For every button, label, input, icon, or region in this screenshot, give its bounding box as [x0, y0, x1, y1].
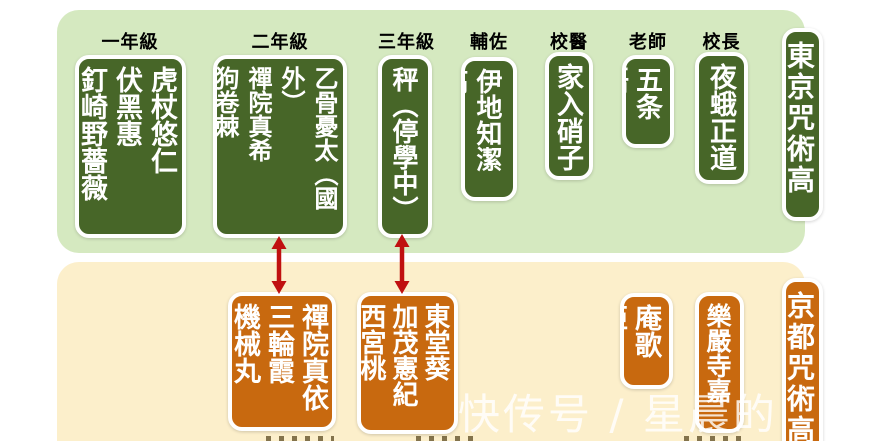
column-header-third-year: 三年級	[378, 32, 435, 53]
column-header-teacher: 老師	[629, 32, 667, 53]
member-name: 狗卷棘	[213, 66, 239, 138]
member-name: 夜蛾正道	[705, 63, 736, 171]
member-name: 三輪霞	[263, 303, 294, 384]
member-name: 西宮桃	[357, 303, 386, 381]
member-name: 秤（停學中）	[388, 66, 418, 222]
member-name: 伏黑惠	[111, 66, 142, 147]
kyoto-group-box-1: 禪院真依 三輪霞 機械丸	[228, 292, 336, 431]
kyoto-singer-box: 庵歌姬	[620, 293, 673, 389]
member-name: 加茂憲紀	[388, 303, 418, 407]
school-name: 東京咒術高專	[783, 41, 816, 196]
member-name: 機械丸	[229, 303, 260, 384]
kyoto-school-label-box: 京都咒術高專	[782, 278, 823, 441]
member-name: 虎杖悠仁	[146, 66, 177, 174]
tokyo-school-label-box: 東京咒術高專	[782, 28, 823, 221]
member-name: 樂嚴寺嘉伸	[703, 303, 732, 403]
column-header-principal: 校長	[702, 32, 741, 53]
column-header-doctor: 校醫	[550, 32, 588, 53]
school-name: 京都咒術高專	[783, 291, 816, 441]
cropped-text-fragment	[416, 436, 476, 441]
cropped-text-fragment	[684, 436, 748, 441]
tokyo-doctor-box: 家入硝子	[545, 52, 593, 180]
member-name: 禪院真依	[297, 303, 328, 411]
member-name: 家入硝子	[552, 63, 583, 171]
column-header-second-year: 二年級	[251, 32, 309, 53]
member-name: 伊地知潔高	[465, 68, 502, 172]
tokyo-third-year-box: 秤（停學中）	[378, 55, 432, 238]
member-name: 五条悟	[626, 66, 662, 120]
kyoto-group-box-2: 東堂葵 加茂憲紀 西宮桃	[357, 292, 458, 434]
site-watermark: 快传号 / 星晨的	[458, 390, 778, 439]
member-name: 東堂葵	[420, 303, 450, 381]
member-name: 釘崎野薔薇	[76, 66, 107, 201]
cropped-text-fragment	[266, 436, 334, 441]
member-name: 禪院真希	[244, 66, 272, 162]
column-header-first-year: 一年級	[101, 32, 159, 53]
member-name: 庵歌姬	[624, 304, 661, 358]
kyoto-principal-box: 樂嚴寺嘉伸	[695, 292, 744, 433]
link-arrow-second-year	[271, 236, 287, 294]
tokyo-teacher-box: 五条悟	[622, 55, 674, 148]
tokyo-second-year-box: 乙骨憂太（國外） 禪院真希 狗卷棘 貓熊	[213, 55, 347, 238]
tokyo-first-year-box: 虎杖悠仁 伏黑惠 釘崎野薔薇	[75, 55, 186, 238]
tokyo-principal-box: 夜蛾正道	[695, 52, 748, 184]
tokyo-assistant-box: 伊地知潔高	[461, 57, 517, 201]
member-name: 乙骨憂太（國外）	[277, 66, 338, 210]
column-header-assistant: 輔佐	[470, 32, 508, 53]
link-arrow-third-year	[394, 234, 410, 294]
